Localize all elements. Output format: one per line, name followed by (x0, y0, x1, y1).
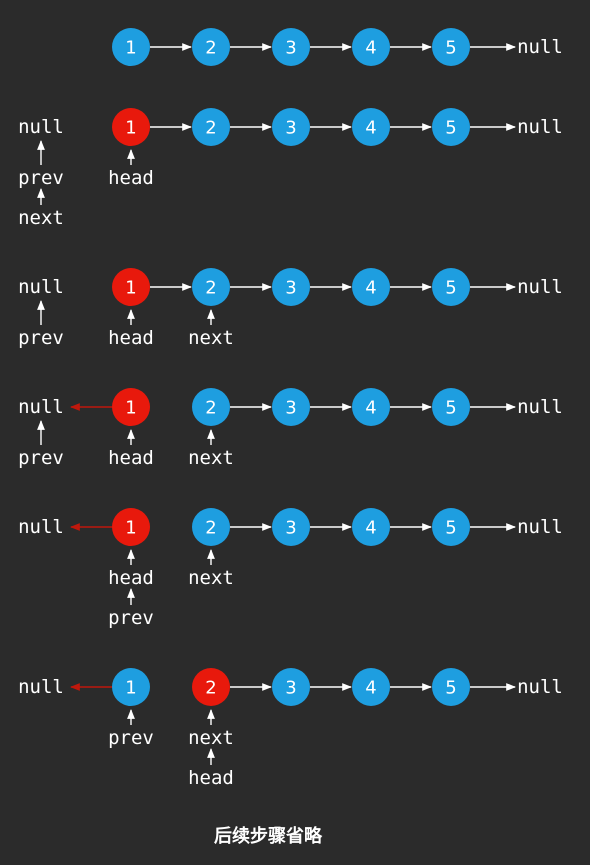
row-3: null null 1 2 3 4 5 prev head next (18, 268, 563, 349)
pointer-label-prev: prev (108, 727, 154, 749)
node-value-label: 1 (125, 38, 136, 59)
pointer-label-head: head (108, 167, 154, 189)
node-value-label: 2 (205, 38, 216, 59)
tail-null-label: null (517, 36, 563, 58)
pointer-label-prev: prev (18, 327, 64, 349)
node-value-label: 3 (285, 38, 296, 59)
pointer-label-next: next (188, 327, 234, 349)
list-node-2 (192, 388, 230, 426)
node-value-label: 2 (205, 518, 216, 539)
node-value-label: 5 (445, 38, 456, 59)
row-1: null 1 2 3 4 5 (112, 28, 563, 66)
tail-null-label: null (517, 276, 563, 298)
list-node-1 (112, 388, 150, 426)
pointer-label-head: head (188, 767, 234, 789)
pointer-label-prev: prev (18, 447, 64, 469)
row-6: null null 1 2 3 4 5 prev next head (18, 668, 563, 789)
list-node-5 (432, 268, 470, 306)
list-node-5 (432, 508, 470, 546)
list-node-4 (352, 388, 390, 426)
tail-null-label: null (517, 116, 563, 138)
list-node-3 (272, 108, 310, 146)
left-null-label: null (18, 516, 64, 538)
pointer-label-head: head (108, 327, 154, 349)
node-value-label: 2 (205, 398, 216, 419)
left-null-label: null (18, 116, 64, 138)
node-value-label: 2 (205, 278, 216, 299)
list-node-3 (272, 508, 310, 546)
pointer-label-next: next (188, 567, 234, 589)
pointer-label-prev: prev (108, 607, 154, 629)
pointer-label-prev: prev (18, 167, 64, 189)
pointer-label-next: next (18, 207, 64, 229)
node-value-label: 1 (125, 678, 136, 699)
pointer-label-head: head (108, 447, 154, 469)
list-node-4 (352, 508, 390, 546)
pointer-label-next: next (188, 447, 234, 469)
pointer-label-head: head (108, 567, 154, 589)
node-value-label: 3 (285, 398, 296, 419)
node-value-label: 3 (285, 518, 296, 539)
list-node-1 (112, 508, 150, 546)
node-value-label: 4 (365, 398, 376, 419)
list-node-1 (112, 28, 150, 66)
list-node-2 (192, 668, 230, 706)
node-value-label: 4 (365, 38, 376, 59)
list-node-3 (272, 388, 310, 426)
list-node-3 (272, 268, 310, 306)
node-value-label: 1 (125, 278, 136, 299)
list-node-3 (272, 668, 310, 706)
pointer-label-next: next (188, 727, 234, 749)
list-node-3 (272, 28, 310, 66)
node-value-label: 4 (365, 278, 376, 299)
row-4: null null 1 2 3 4 5 prev head next (18, 388, 563, 469)
node-value-label: 2 (205, 118, 216, 139)
node-value-label: 5 (445, 278, 456, 299)
list-node-2 (192, 508, 230, 546)
node-value-label: 3 (285, 278, 296, 299)
node-value-label: 5 (445, 118, 456, 139)
row-5: null null 1 2 3 4 5 head prev next (18, 508, 563, 629)
node-value-label: 1 (125, 518, 136, 539)
list-node-4 (352, 268, 390, 306)
list-node-4 (352, 28, 390, 66)
list-node-5 (432, 28, 470, 66)
list-node-5 (432, 108, 470, 146)
node-value-label: 1 (125, 398, 136, 419)
node-value-label: 3 (285, 678, 296, 699)
list-node-5 (432, 668, 470, 706)
node-value-label: 1 (125, 118, 136, 139)
tail-null-label: null (517, 676, 563, 698)
node-value-label: 4 (365, 518, 376, 539)
list-node-2 (192, 28, 230, 66)
list-node-1 (112, 108, 150, 146)
node-value-label: 5 (445, 518, 456, 539)
left-null-label: null (18, 676, 64, 698)
list-node-5 (432, 388, 470, 426)
node-value-label: 2 (205, 678, 216, 699)
left-null-label: null (18, 276, 64, 298)
row-2: null null 1 2 3 4 5 prev next head (18, 108, 563, 229)
node-value-label: 5 (445, 678, 456, 699)
node-value-label: 4 (365, 118, 376, 139)
tail-null-label: null (517, 396, 563, 418)
node-value-label: 3 (285, 118, 296, 139)
tail-null-label: null (517, 516, 563, 538)
node-value-label: 4 (365, 678, 376, 699)
list-node-1 (112, 268, 150, 306)
caption-steps-omitted: 后续步骤省略 (214, 826, 322, 847)
list-node-1 (112, 668, 150, 706)
list-node-4 (352, 668, 390, 706)
node-value-label: 5 (445, 398, 456, 419)
list-node-2 (192, 268, 230, 306)
list-node-2 (192, 108, 230, 146)
list-node-4 (352, 108, 390, 146)
left-null-label: null (18, 396, 64, 418)
